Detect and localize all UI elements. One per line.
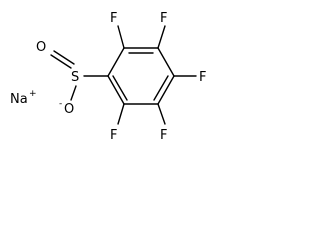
ring-bond-c1-c2 bbox=[107, 47, 125, 77]
bond-c5-f bbox=[157, 103, 166, 125]
bond-c6-f bbox=[117, 103, 125, 125]
fluorine-label-right: F bbox=[199, 70, 206, 85]
sodium-positive-charge: + bbox=[29, 89, 37, 99]
fluorine-label-bottom-right: F bbox=[160, 128, 167, 143]
fluorine-label-top-left: F bbox=[110, 11, 117, 26]
fluorine-label-bottom-left: F bbox=[110, 128, 117, 143]
bond-c3-f bbox=[157, 25, 166, 49]
oxygen-negative-charge: - bbox=[59, 99, 62, 109]
chemical-structure-drawing: F F F F F S O O - Na + bbox=[10, 11, 206, 143]
fluorine-label-top-right: F bbox=[160, 11, 167, 26]
ring-bond-c6-c1 bbox=[107, 75, 125, 105]
bond-s-o-single bbox=[70, 85, 77, 101]
sodium-label: Na bbox=[10, 92, 28, 107]
fluorine-bonds bbox=[117, 25, 197, 125]
bond-c2-f bbox=[117, 25, 125, 49]
bond-s-o-double-b bbox=[53, 50, 75, 65]
ring-bond-c3-c4 bbox=[157, 47, 175, 77]
ring-double-bond-left bbox=[112, 75, 128, 101]
benzene-ring bbox=[107, 47, 175, 105]
ring-bond-c4-c5 bbox=[157, 75, 175, 105]
ring-double-bond-right bbox=[153, 75, 169, 101]
sulfinate-bonds bbox=[50, 50, 109, 101]
sulfur-label: S bbox=[71, 70, 79, 85]
oxygen-double-label: O bbox=[36, 40, 46, 55]
oxygen-single-label: O bbox=[64, 102, 74, 117]
bond-s-o-double-a bbox=[50, 54, 72, 69]
